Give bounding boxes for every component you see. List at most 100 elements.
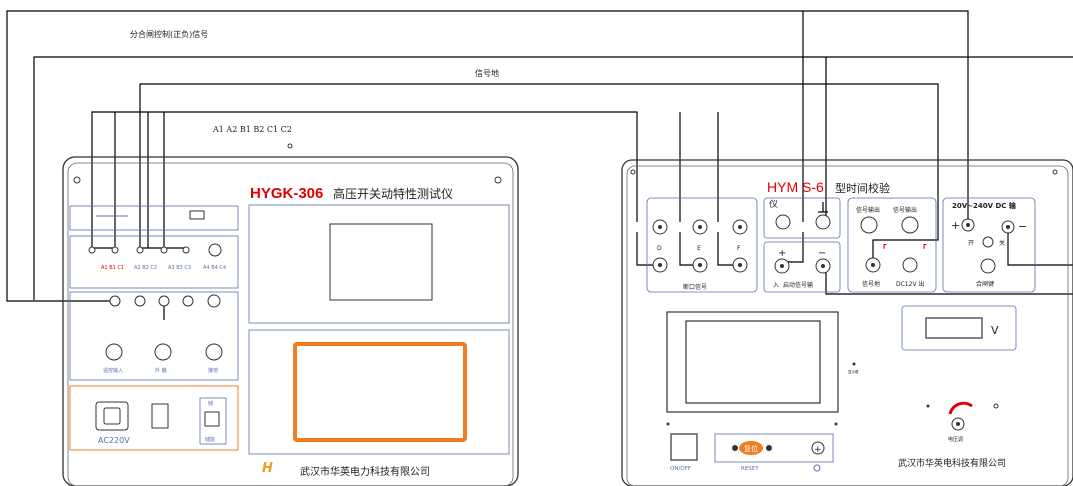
- jack-a2[interactable]: [136, 246, 144, 254]
- fracture-label-d: D: [657, 245, 662, 252]
- left-panel-inputs: [69, 291, 239, 381]
- front-screw-left: [666, 422, 670, 426]
- left-logo: H: [262, 461, 273, 476]
- fracture-label-e: E: [697, 245, 701, 252]
- power-socket[interactable]: [95, 401, 129, 431]
- jack-a4[interactable]: [208, 243, 222, 257]
- jack-a3[interactable]: [182, 246, 190, 254]
- left-panel-channels: [69, 235, 239, 289]
- power-socket-inner: [103, 407, 121, 425]
- jack-signal-out-2[interactable]: [901, 216, 919, 234]
- jack-a1[interactable]: [88, 246, 96, 254]
- wire-trigger-minus: [825, 265, 1073, 295]
- wire-drop-d: [636, 232, 660, 266]
- jack-dot-1: [658, 225, 662, 229]
- close-key-button[interactable]: [980, 258, 996, 274]
- on-off-label: ON/OFF: [670, 466, 691, 472]
- reset-panel: [714, 433, 834, 463]
- power-panel: [942, 197, 1036, 293]
- jack-ground[interactable]: [205, 343, 223, 361]
- reset-button-label: 复位: [744, 444, 758, 453]
- power-plus: +: [951, 219, 960, 232]
- right-screw-tr: [1052, 169, 1058, 175]
- jack-ground-1[interactable]: [775, 214, 791, 230]
- switch-off-label: 关: [999, 239, 1005, 247]
- fuse-knob-plus: +: [814, 445, 822, 455]
- status-led: [852, 362, 856, 366]
- charge-switch[interactable]: [204, 411, 220, 427]
- external-trigger-label: 外 触: [155, 367, 167, 374]
- voltmeter-unit: V: [991, 324, 999, 337]
- wire-signal-ground: [139, 83, 939, 262]
- left-channel-jacks: [88, 243, 222, 257]
- remote-input-label: 遥控输入: [103, 367, 123, 374]
- fracture-group-label: 断口信号: [683, 283, 707, 291]
- switch-on-label: 开: [968, 240, 974, 247]
- jack-dot-5: [698, 263, 702, 267]
- channel-label-1: A1 B1 C1: [101, 265, 124, 271]
- voltmeter-display: [925, 317, 983, 339]
- left-device-frame: [62, 156, 519, 486]
- dc12v-label: DC12V 出: [896, 280, 924, 288]
- charge-label-top: 储: [208, 400, 213, 407]
- on-off-switch[interactable]: [670, 433, 698, 461]
- jack-remote-input[interactable]: [105, 343, 123, 361]
- jack-external-trigger[interactable]: [154, 343, 172, 361]
- voltage-knob-dot-left: [926, 404, 930, 408]
- jack-dot-2: [698, 225, 702, 229]
- on-off-knob[interactable]: [982, 236, 994, 248]
- fuse-knob[interactable]: [811, 441, 825, 455]
- jack-power-plus-dot: [966, 223, 970, 227]
- fracture-label-f: F: [737, 245, 741, 252]
- control-signal-label: 分合闸控制(正负)信号: [130, 29, 208, 39]
- left-screw-top: [287, 143, 293, 149]
- right-display-bezel: [666, 311, 839, 413]
- jack-ctrl-3[interactable]: [158, 295, 170, 307]
- channel-label: A1 A2 B1 B2 C1 C2: [212, 125, 292, 134]
- reset-button[interactable]: [739, 441, 763, 455]
- jack-signal-ground-dot: [871, 263, 875, 267]
- jack-b2[interactable]: [160, 246, 168, 254]
- jack-ground-2[interactable]: [815, 214, 831, 230]
- jack-dc12v[interactable]: [902, 257, 918, 273]
- voltage-knob-center: [956, 422, 960, 426]
- fuse-holder[interactable]: [151, 403, 169, 429]
- channel-label-4: A4 B4 C4: [203, 265, 226, 271]
- jack-dot-3: [738, 225, 742, 229]
- polarity-mark-1: ┏: [882, 241, 887, 249]
- left-panel-power: [69, 385, 239, 451]
- left-screen-frame-bottom: [248, 329, 510, 455]
- left-screw-tr: [494, 176, 502, 184]
- trigger-minus: −: [818, 248, 826, 259]
- voltage-knob-arc: [948, 401, 973, 415]
- jack-dot-6: [738, 263, 742, 267]
- left-panel-strip: [69, 205, 239, 231]
- right-model-red: HYM S-6: [767, 179, 824, 195]
- left-name: 高压开关动特性测试仪: [333, 186, 453, 201]
- jack-ctrl-4[interactable]: [182, 295, 194, 307]
- ground-panel: [763, 197, 841, 239]
- jack-dot-4: [658, 263, 662, 267]
- trigger-panel: [763, 241, 841, 293]
- jack-ctrl-1[interactable]: [109, 295, 121, 307]
- wiring: [6, 10, 1073, 320]
- wire-channel-a1: [91, 111, 638, 248]
- signal-ground-jack-label: 信号地: [862, 280, 880, 288]
- jack-b1[interactable]: [111, 246, 119, 254]
- wire-outer-2: [33, 56, 1073, 300]
- trigger-sub-label: 入: [773, 282, 779, 289]
- jack-signal-out-1[interactable]: [860, 216, 878, 234]
- left-input-jacks: [105, 294, 223, 361]
- signal-output-2: 信号输出: [893, 206, 917, 214]
- polarity-mark-2: ┏: [922, 241, 927, 249]
- channel-label-3: A3 B3 C3: [168, 265, 191, 271]
- right-device-frame: [621, 159, 1073, 486]
- power-minus: −: [1018, 220, 1027, 233]
- signal-output-1: 信号输出: [856, 206, 880, 214]
- jack-ctrl-5[interactable]: [207, 294, 221, 308]
- jack-ctrl-2[interactable]: [134, 295, 146, 307]
- status-led-label: 显示屏: [848, 370, 859, 374]
- close-key-label: 合闸键: [976, 280, 994, 288]
- left-device-inner-frame: [67, 162, 514, 486]
- charge-panel: [199, 397, 227, 445]
